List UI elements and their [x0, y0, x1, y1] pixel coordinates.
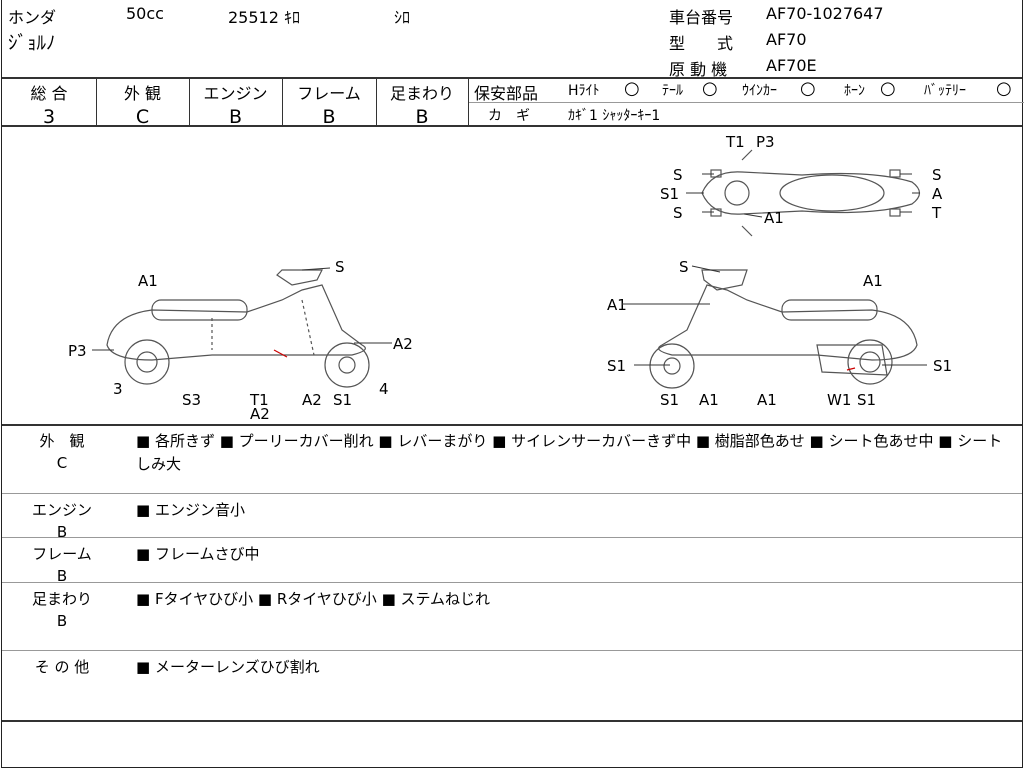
text: ○ [702, 78, 718, 99]
diagram-label: S1 [933, 357, 952, 375]
section-suspension: 足まわり B ■ Fタイヤひび小 ■ Rタイヤひび小 ■ ステムねじれ [2, 582, 1022, 650]
section-frame: フレーム B ■ フレームさび中 [2, 537, 1022, 585]
key-label: カ ギ [488, 108, 530, 124]
text: ｳｲﾝｶｰ [742, 83, 777, 99]
text: ■ メーターレンズひび割れ [136, 658, 320, 676]
grade-exterior: 外 観 C [96, 78, 189, 128]
model-name: ｼﾞｮﾙﾉ [8, 32, 56, 54]
scooter-left-side-view [106, 269, 370, 388]
diagram-label: S [673, 204, 683, 222]
text: B [56, 523, 68, 541]
diagram-label: A1 [757, 391, 777, 409]
engine-value: AF70E [766, 56, 817, 75]
text: ○ [996, 78, 1012, 99]
diagram-label: S [673, 166, 683, 184]
diagram-label: S1 [333, 391, 352, 409]
frame-no: AF70-1027647 [766, 4, 884, 23]
diagram-label: A2 [393, 335, 413, 353]
text: C [56, 454, 68, 472]
diagram-label: S1 [660, 185, 679, 203]
scooter-right-side-view [649, 269, 918, 389]
engine-label: 原 動 機 [669, 60, 728, 79]
diagram-labels: A1 S P3 A2 3 4 S3 T1 A2 A2 S1 S A1 A1 S1… [68, 133, 952, 423]
text: B [228, 106, 243, 128]
key-value: ｶｷﾞ1 ｼｬｯﾀｰｷｰ1 [568, 108, 661, 124]
diagram-label: A1 [764, 209, 784, 227]
text: ■ 各所きず ■ プーリーカバー削れ ■ レバーまがり ■ サイレンサーカバーき… [136, 432, 1003, 473]
grade-engine: エンジン B [189, 78, 282, 128]
displacement: 50cc [126, 4, 164, 23]
text: ○ [624, 78, 640, 99]
diagram-label: A1 [607, 296, 627, 314]
text: そ の 他 [34, 658, 90, 676]
diagram-label: W1 [827, 391, 851, 409]
maker: ホンダ [8, 8, 57, 27]
section-exterior: 外 観 C ■ 各所きず ■ プーリーカバー削れ ■ レバーまがり ■ サイレンサ… [2, 424, 1022, 493]
diagram-label: P3 [68, 342, 87, 360]
color: ｼﾛ [394, 8, 411, 27]
text: C [135, 106, 150, 128]
text: ■ エンジン音小 [136, 501, 245, 519]
text: 足まわり [31, 590, 92, 608]
diagram-label: A1 [863, 272, 883, 290]
text: 足まわり [389, 84, 454, 103]
diagram-label: S [679, 258, 689, 276]
diagram-label: A2 [302, 391, 322, 409]
diagram-label: S1 [857, 391, 876, 409]
diagram-label: A1 [699, 391, 719, 409]
diagram-label: T [931, 204, 942, 222]
text: ■ Fタイヤひび小 ■ Rタイヤひび小 ■ ステムねじれ [136, 590, 491, 608]
grade-suspension: 足まわり B [376, 78, 468, 128]
text: B [415, 106, 429, 128]
text: ■ フレームさび中 [136, 545, 260, 563]
type-value: AF70 [766, 30, 807, 49]
text: 外 観 [39, 432, 85, 450]
text: エンジン [203, 84, 268, 103]
mileage: 25512 ｷﾛ [228, 8, 300, 27]
type-label: 型 式 [669, 34, 734, 53]
text: フレーム [32, 545, 92, 563]
damage-diagram: A1 S P3 A2 3 4 S3 T1 A2 A2 S1 S A1 A1 S1… [68, 133, 952, 423]
diagram-label: T1 [249, 391, 269, 409]
text: 保安部品 [474, 84, 539, 103]
text: ○ [880, 78, 896, 99]
frame-no-label: 車台番号 [669, 8, 734, 27]
text: フレーム [297, 84, 361, 103]
diagram-label: 3 [113, 380, 123, 398]
text: ﾎｰﾝ [844, 83, 865, 99]
section-engine: エンジン B ■ エンジン音小 [2, 493, 1022, 541]
text: 総 合 [30, 84, 68, 103]
diagram-label: T1 [725, 133, 745, 151]
text: B [56, 612, 68, 630]
diagram-label: A2 [250, 405, 270, 423]
grade-frame: フレーム B [282, 78, 376, 128]
diagram-label: S1 [660, 391, 679, 409]
text: B [56, 567, 68, 585]
grade-overall: 総 合 3 [2, 78, 96, 128]
scooter-top-view [701, 149, 921, 237]
text: ﾃｰﾙ [662, 83, 683, 99]
text: ﾊﾞｯﾃﾘｰ [924, 83, 966, 99]
diagram-label: S3 [182, 391, 201, 409]
diagram-label: S [932, 166, 942, 184]
text: B [322, 106, 336, 128]
diagram-label: S1 [607, 357, 626, 375]
diagram-label: S [335, 258, 345, 276]
label: A1 [138, 272, 158, 290]
diagram-label: A [932, 185, 943, 203]
text: ○ [800, 78, 816, 99]
text: 3 [42, 106, 56, 128]
text: Hﾗｲﾄ [568, 83, 600, 99]
text: エンジン [31, 501, 92, 519]
diagram-label: 4 [379, 380, 389, 398]
divider [2, 77, 1022, 79]
diagram-label: P3 [756, 133, 775, 151]
text: 外 観 [123, 84, 162, 103]
section-other: そ の 他 ■ メーターレンズひび割れ [2, 650, 1022, 720]
